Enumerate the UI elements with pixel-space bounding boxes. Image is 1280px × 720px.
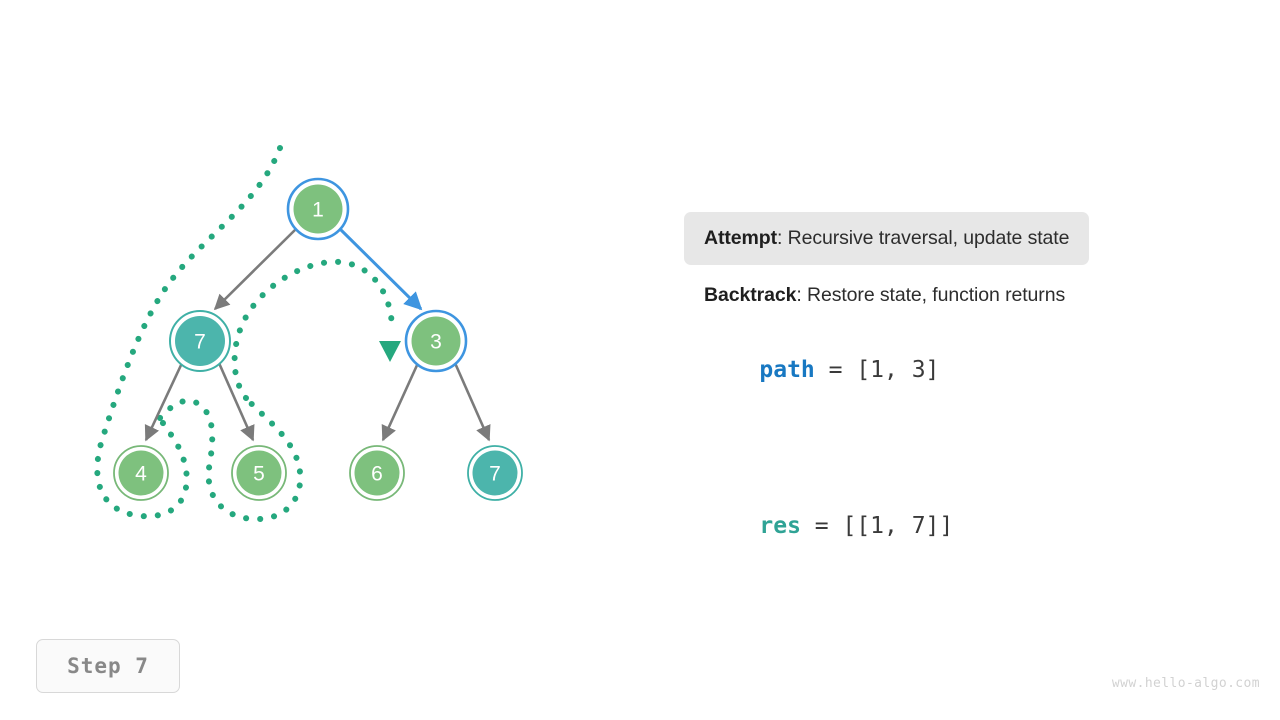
res-variable-name: res — [759, 512, 801, 539]
res-state-row: res = [[1, 7]] — [684, 487, 1244, 565]
backtrack-text: : Restore state, function returns — [796, 284, 1066, 307]
tree-node-7-right-label: 7 — [489, 463, 501, 486]
step-badge: Step 7 — [36, 639, 180, 693]
edge-7-to-5 — [217, 362, 255, 442]
path-variable-value: = [1, 3] — [814, 356, 940, 383]
info-panel: Attempt: Recursive traversal, update sta… — [684, 212, 1244, 565]
tree-node-7-left[interactable]: 7 — [169, 310, 231, 372]
path-variable-name: path — [759, 356, 815, 383]
backtrack-trail — [94, 145, 401, 523]
tree-node-6-label: 6 — [371, 463, 383, 486]
attempt-key: Attempt — [704, 227, 777, 249]
tree-node-4[interactable]: 4 — [113, 445, 169, 501]
backtrack-description: Backtrack: Restore state, function retur… — [684, 282, 1244, 308]
tree-diagram-svg: 1 7 3 4 — [94, 145, 523, 523]
backtrack-key: Backtrack — [704, 284, 797, 307]
tree-node-5[interactable]: 5 — [231, 445, 287, 501]
tree-nodes: 1 7 3 4 — [113, 177, 523, 501]
edge-1-to-7 — [213, 227, 298, 311]
edge-1-to-3 — [337, 226, 423, 311]
tree-node-3-label: 3 — [430, 331, 442, 354]
res-variable-value: = [[1, 7]] — [800, 512, 954, 539]
tree-diagram: 1 7 3 4 — [94, 145, 523, 523]
attempt-description: Attempt: Recursive traversal, update sta… — [684, 212, 1090, 266]
watermark: www.hello-algo.com — [1111, 676, 1260, 691]
trail-arrowhead-icon — [379, 341, 401, 362]
attempt-text: : Recursive traversal, update state — [776, 227, 1070, 249]
edge-3-to-7 — [453, 362, 491, 442]
path-state-row: path = [1, 3] — [684, 331, 1244, 409]
tree-node-7-left-label: 7 — [194, 331, 206, 354]
tree-node-3[interactable]: 3 — [404, 309, 468, 373]
tree-node-1[interactable]: 1 — [286, 177, 350, 241]
tree-node-6[interactable]: 6 — [349, 445, 405, 501]
edge-3-to-6 — [381, 362, 420, 442]
tree-node-5-label: 5 — [253, 463, 265, 486]
edge-7-to-4 — [144, 362, 184, 442]
tree-node-1-label: 1 — [312, 199, 324, 222]
tree-node-7-right[interactable]: 7 — [467, 445, 523, 501]
tree-node-4-label: 4 — [135, 463, 147, 486]
tree-edges — [144, 226, 491, 442]
